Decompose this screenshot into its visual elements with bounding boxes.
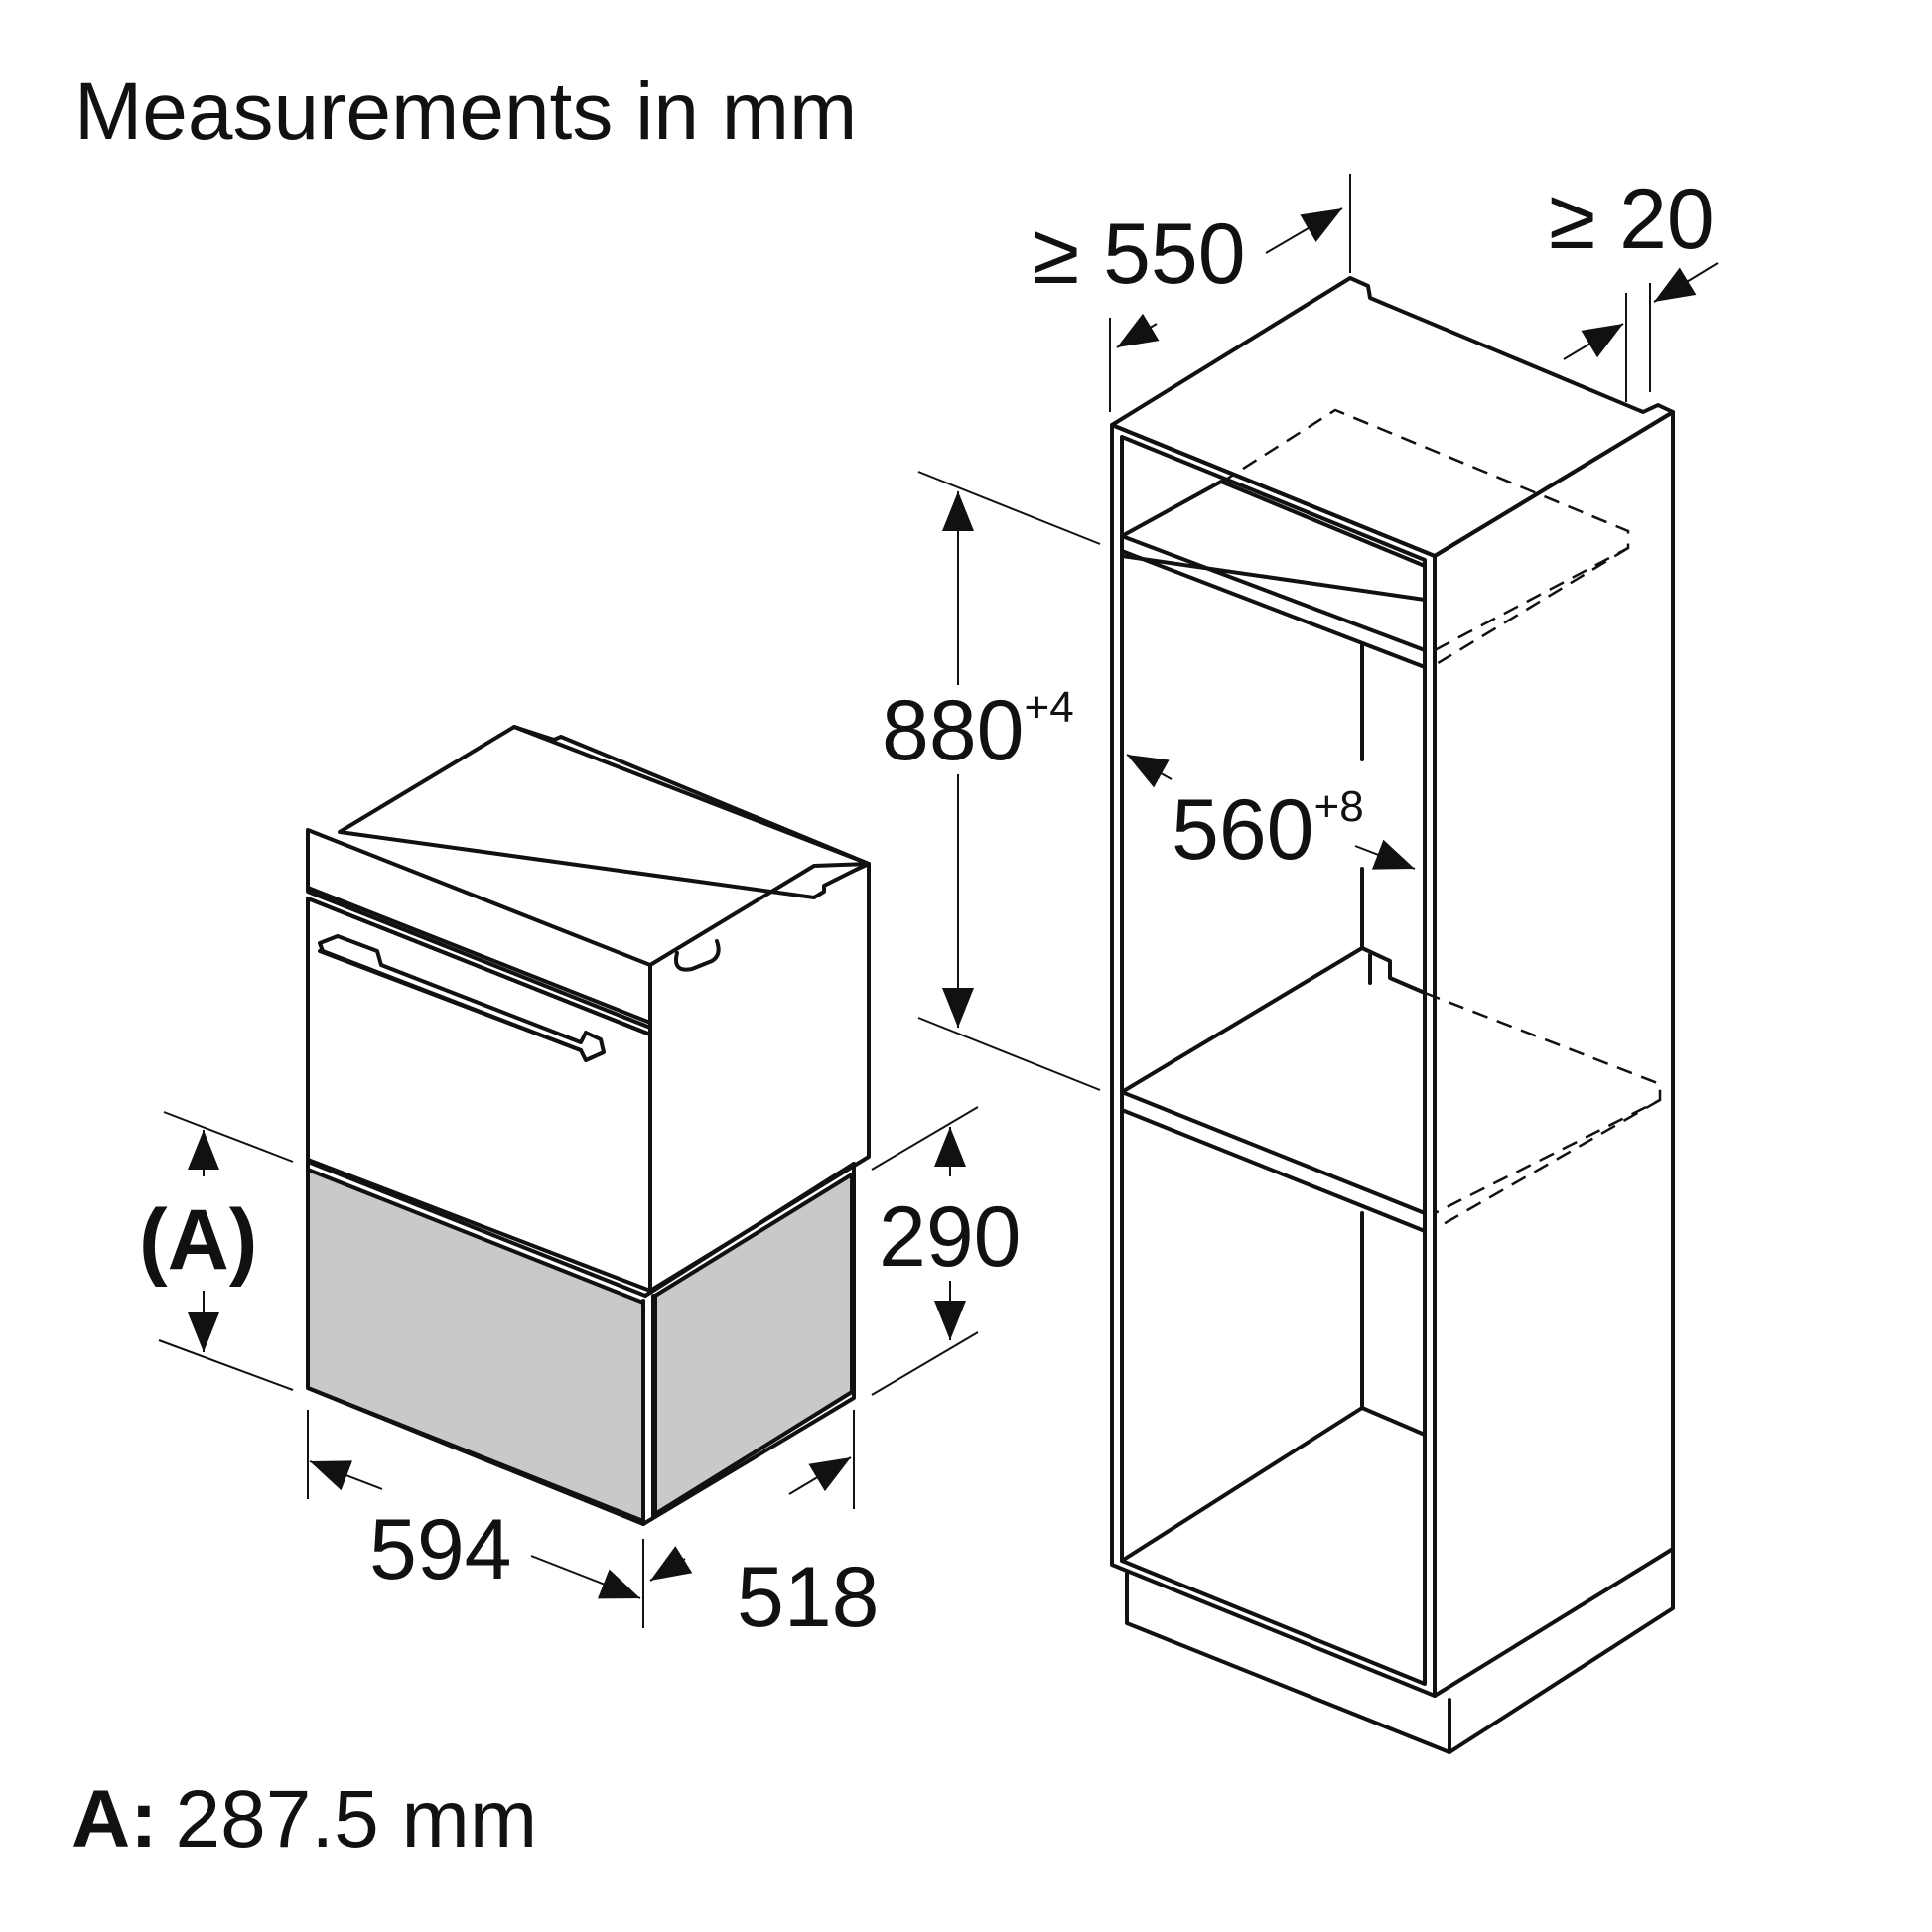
tall-cabinet — [1110, 276, 1675, 1754]
appliance-width-label: 594 — [369, 1502, 512, 1597]
niche-width-dimension: 560+8 — [1126, 754, 1416, 878]
appliance-depth-dimension: 518 — [649, 1410, 880, 1645]
niche-depth-label: ≥ 550 — [1033, 207, 1246, 302]
drawer-height-dimension: 290 — [871, 1106, 1022, 1396]
page-title: Measurements in mm — [74, 67, 857, 157]
warming-drawer — [306, 1160, 856, 1526]
rear-gap-label: ≥ 20 — [1549, 172, 1715, 267]
depth-dimension: ≥ 550 — [1033, 174, 1351, 412]
drawer-height-label: 290 — [879, 1189, 1022, 1285]
niche-height-label: 880+4 — [882, 683, 1074, 778]
niche-width-label: 560+8 — [1172, 782, 1364, 878]
rear-gap-dimension: ≥ 20 — [1549, 172, 1719, 402]
footnote-key: A: — [71, 1774, 158, 1864]
niche-height-dimension: 880+4 — [882, 471, 1101, 1091]
footnote-value: 287.5 mm — [176, 1774, 538, 1864]
a-dimension: (A) — [139, 1111, 294, 1391]
appliance-width-dimension: 594 — [307, 1410, 644, 1628]
a-label: (A) — [139, 1192, 257, 1288]
footnote: A:287.5 mm — [71, 1774, 537, 1864]
appliance-depth-label: 518 — [737, 1550, 880, 1645]
